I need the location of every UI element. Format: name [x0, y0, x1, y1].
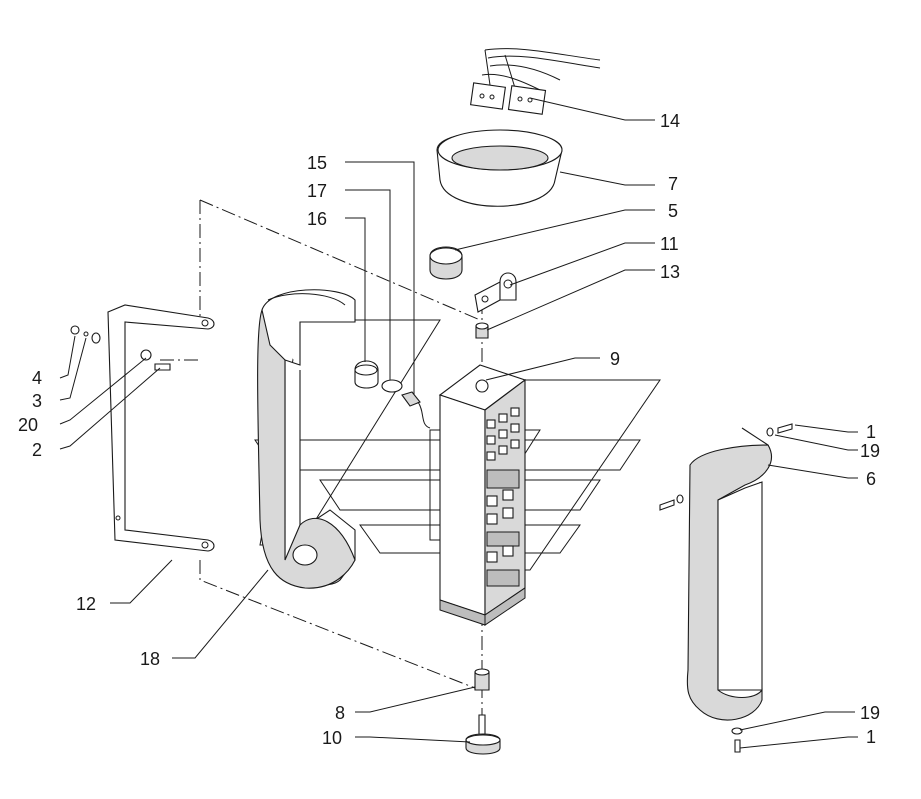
- wiring-harness: [470, 48, 601, 115]
- callout-numbers: 14 7 5 11 13 9 15 17 16 1 19 6 19 1 4 3 …: [18, 111, 880, 748]
- spacer-top: [475, 322, 489, 339]
- callout-16: 16: [307, 209, 327, 229]
- callout-1-bottom: 1: [866, 727, 876, 747]
- callout-8: 8: [335, 703, 345, 723]
- grommet: [429, 246, 463, 280]
- callout-12: 12: [76, 594, 96, 614]
- callout-9: 9: [610, 349, 620, 369]
- callout-5: 5: [668, 201, 678, 221]
- callout-18: 18: [140, 649, 160, 669]
- callout-4: 4: [32, 368, 42, 388]
- callout-11: 11: [660, 234, 679, 254]
- callout-15: 15: [307, 153, 327, 173]
- fastener-hardware-left: [70, 325, 171, 371]
- adjustable-foot: [465, 714, 501, 755]
- callout-1-top: 1: [866, 422, 876, 442]
- right-housing: [686, 427, 772, 721]
- callout-19-top: 19: [860, 441, 880, 461]
- keypad-buttons: [486, 407, 520, 587]
- spacer-bottom: [474, 668, 490, 691]
- u-bracket: [107, 304, 215, 552]
- callout-6: 6: [866, 469, 876, 489]
- callout-3: 3: [32, 391, 42, 411]
- callout-20: 20: [18, 415, 38, 435]
- ring-cover: [436, 129, 563, 207]
- bracket-clip: [474, 272, 517, 313]
- callout-7: 7: [668, 174, 678, 194]
- fastener-hardware-right: [659, 423, 793, 753]
- left-housing: [257, 289, 356, 589]
- leader-lines: [59, 97, 858, 749]
- callout-10: 10: [322, 728, 342, 748]
- bushing-assembly: [354, 360, 431, 429]
- callout-2: 2: [32, 440, 42, 460]
- callout-17: 17: [307, 181, 327, 201]
- callout-19-bottom: 19: [860, 703, 880, 723]
- control-panel: [438, 364, 527, 626]
- callout-14: 14: [660, 111, 680, 131]
- callout-13: 13: [660, 262, 680, 282]
